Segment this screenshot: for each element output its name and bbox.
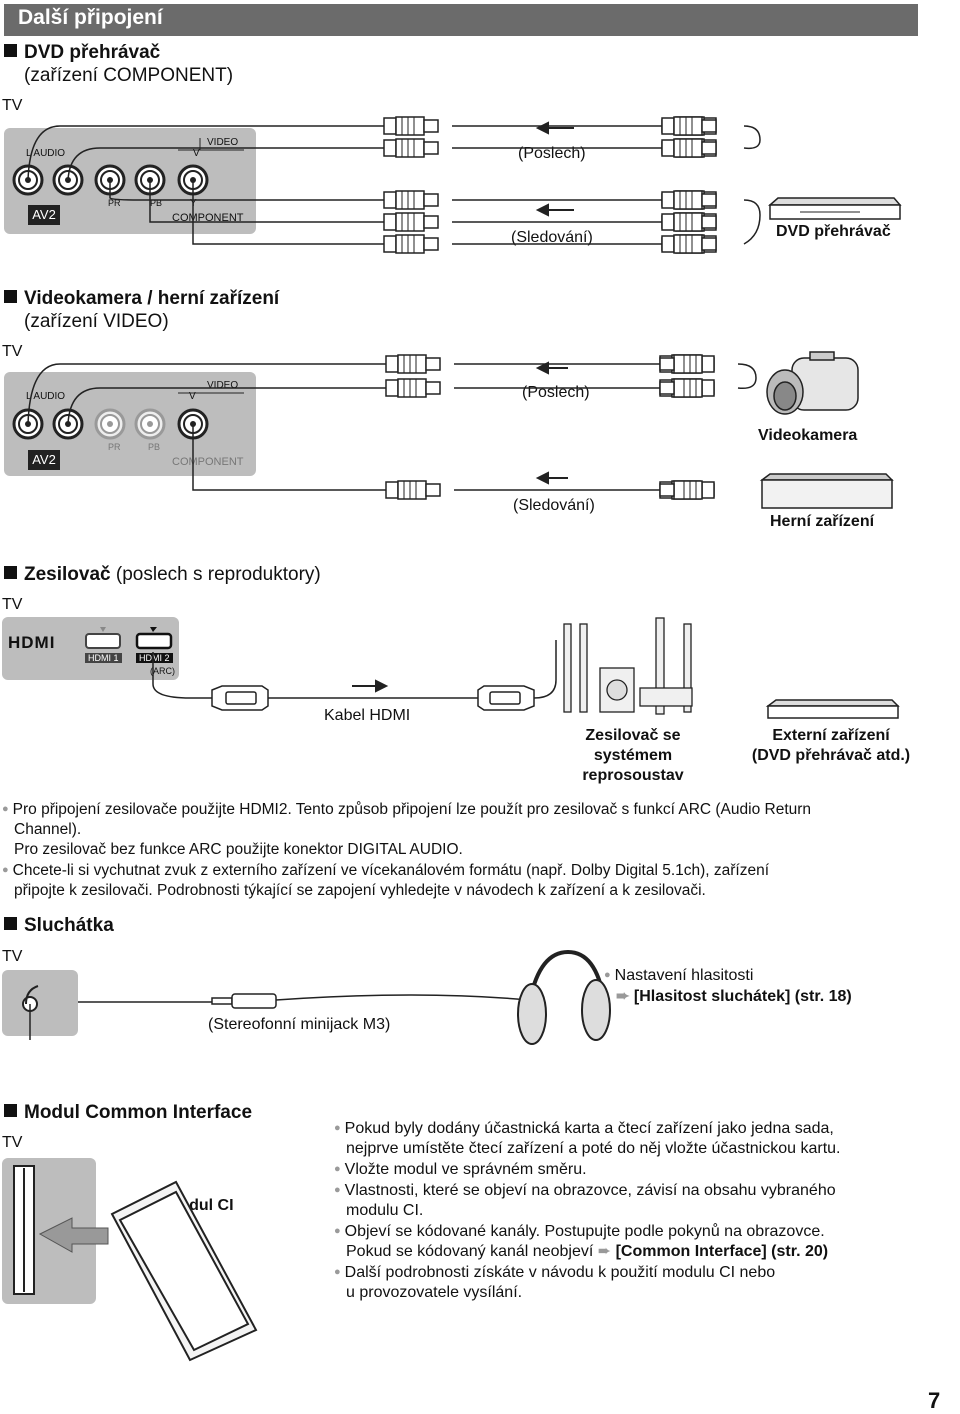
dvd-watch-label: (Sledování)	[511, 229, 593, 246]
ci-module-icon	[110, 1180, 258, 1362]
minijack-plug-icon	[211, 993, 277, 1009]
note-line: připojte k zesilovači. Podrobnosti týkaj…	[14, 882, 706, 899]
game-device-label: Herní zařízení	[770, 513, 875, 530]
tv-label: TV	[2, 596, 23, 613]
video-panel-jacks	[12, 392, 244, 440]
page-number: 7	[928, 1388, 941, 1413]
arc-label: (ARC)	[150, 666, 175, 676]
note-line: nejprve umístěte čtecí zařízení a poté d…	[346, 1140, 841, 1157]
external-device-label: Externí zařízení(DVD přehrávač atd.)	[751, 727, 911, 764]
speaker-system-icon	[563, 617, 693, 715]
panel-pb-label: PB	[148, 442, 161, 452]
panel-audio-label: L AUDIO	[26, 391, 66, 402]
panel-component-label: COMPONENT	[172, 212, 244, 224]
insert-arrow-icon	[38, 1217, 109, 1253]
panel-audio-label: L AUDIO	[26, 148, 66, 159]
phones-note: Nastavení hlasitosti	[604, 965, 754, 986]
right-arrow-icon	[352, 679, 389, 693]
hdmi2-label: HDMI 2	[136, 653, 173, 663]
amp-notes: Pro připojení zesilovače použijte HDMI2.…	[2, 799, 932, 901]
video-title-bold: Videokamera / herní zařízení	[24, 288, 280, 309]
panel-component-label: COMPONENT	[172, 456, 244, 468]
video-section-title: Videokamera / herní zařízení	[4, 288, 279, 310]
note-line: Vlastnosti, které se objeví na obrazovce…	[334, 1180, 840, 1201]
note-line: Pro připojení zesilovače použijte HDMI2.…	[2, 799, 932, 820]
panel-v-label: V	[193, 148, 200, 159]
bullet-square-icon	[4, 290, 17, 303]
game-console-icon	[759, 473, 894, 509]
amp-section-title: Zesilovač (poslech s reproduktory)	[4, 564, 321, 586]
headphones-icon	[517, 949, 611, 1045]
ci-title: Modul Common Interface	[24, 1102, 253, 1123]
phones-menu-ref: ➨ [Hlasitost sluchátek] (str. 18)	[616, 986, 852, 1006]
note-line: u provozovatele vysílání.	[346, 1284, 523, 1301]
note-line: Vložte modul ve správném směru.	[334, 1159, 840, 1180]
bullet-square-icon	[4, 1104, 17, 1117]
av2-badge: AV2	[28, 205, 60, 225]
external-device-icon	[765, 699, 900, 719]
dvd-device-label: DVD přehrávač	[776, 223, 891, 240]
ci-section-title: Modul Common Interface	[4, 1102, 252, 1124]
video-title-sub: (zařízení VIDEO)	[24, 311, 169, 332]
note-line: Objeví se kódované kanály. Postupujte po…	[334, 1221, 840, 1242]
bullet-square-icon	[4, 917, 17, 930]
phones-title: Sluchátka	[24, 915, 114, 936]
left-arrow-icon	[535, 121, 574, 217]
hdmi-ports	[85, 627, 173, 650]
tv-headphone-panel	[2, 970, 78, 1036]
note-line: modulu CI.	[346, 1202, 424, 1219]
amp-title-rest: (poslech s reproduktory)	[110, 564, 321, 585]
amp-title-bold: Zesilovač	[24, 564, 111, 585]
dvd-listen-label: (Poslech)	[518, 145, 586, 162]
left-arrow-icon	[535, 361, 568, 485]
hdmi-logo: HDMI	[8, 633, 56, 652]
dvd-title-sub: (zařízení COMPONENT)	[24, 65, 234, 86]
dvd-cables	[27, 125, 761, 245]
dvd-section-title: DVD přehrávač	[4, 42, 160, 64]
panel-pb-label: PB	[150, 198, 163, 208]
note-line: Pokud se kódovaný kanál neobjeví ➨ [Comm…	[346, 1243, 829, 1260]
hdmi-cable-label: Kabel HDMI	[324, 707, 411, 724]
section-header-bar	[4, 4, 918, 36]
video-cables	[27, 363, 757, 491]
arrow-right-icon: ➨	[616, 988, 630, 1005]
ci-notes: Pokud byly dodány účastnická karta a čte…	[334, 1118, 841, 1303]
panel-video-label: VIDEO	[207, 137, 239, 148]
note-line: Další podrobnosti získáte v návodu k pou…	[334, 1262, 840, 1283]
av2-badge: AV2	[28, 450, 60, 470]
phones-section-title: Sluchátka	[4, 915, 114, 937]
note-line: Pokud byly dodány účastnická karta a čte…	[334, 1118, 840, 1139]
note-line: Chcete-li si vychutnat zvuk z externího …	[2, 860, 932, 881]
ci-slot-icon	[13, 1165, 35, 1295]
arrow-right-icon: ➨	[597, 1243, 612, 1260]
hdmi-cable	[152, 640, 557, 699]
video-watch-label: (Sledování)	[513, 497, 595, 514]
note-line: Channel).	[14, 821, 82, 838]
tv-label: TV	[2, 1134, 23, 1151]
jack-label: (Stereofonní minijack M3)	[208, 1016, 391, 1033]
dvd-panel-jacks	[12, 138, 244, 196]
note-line: Pro zesilovač bez funkce ARC použijte ko…	[14, 841, 463, 858]
dvd-title-bold: DVD přehrávač	[24, 42, 161, 63]
panel-v-label: V	[189, 391, 196, 402]
hdmi1-label: HDMI 1	[85, 653, 122, 663]
panel-pr-label: PR	[108, 442, 121, 452]
tv-label: TV	[2, 948, 23, 965]
camcorder-icon	[766, 351, 859, 415]
phones-menu-ref-text: [Hlasitost sluchátek] (str. 18)	[633, 988, 852, 1005]
page-title: Další připojení	[18, 6, 163, 29]
tv-label: TV	[2, 97, 23, 114]
dvd-plugs	[383, 116, 717, 254]
dvd-player-icon	[768, 197, 902, 220]
panel-pr-label: PR	[108, 198, 121, 208]
hdmi-plug-icon	[211, 685, 535, 711]
tv-label: TV	[2, 343, 23, 360]
camcorder-label: Videokamera	[758, 427, 858, 444]
panel-video-label: VIDEO	[207, 380, 239, 391]
headphone-cable	[29, 994, 529, 1040]
bullet-square-icon	[4, 566, 17, 579]
bullet-square-icon	[4, 44, 17, 57]
